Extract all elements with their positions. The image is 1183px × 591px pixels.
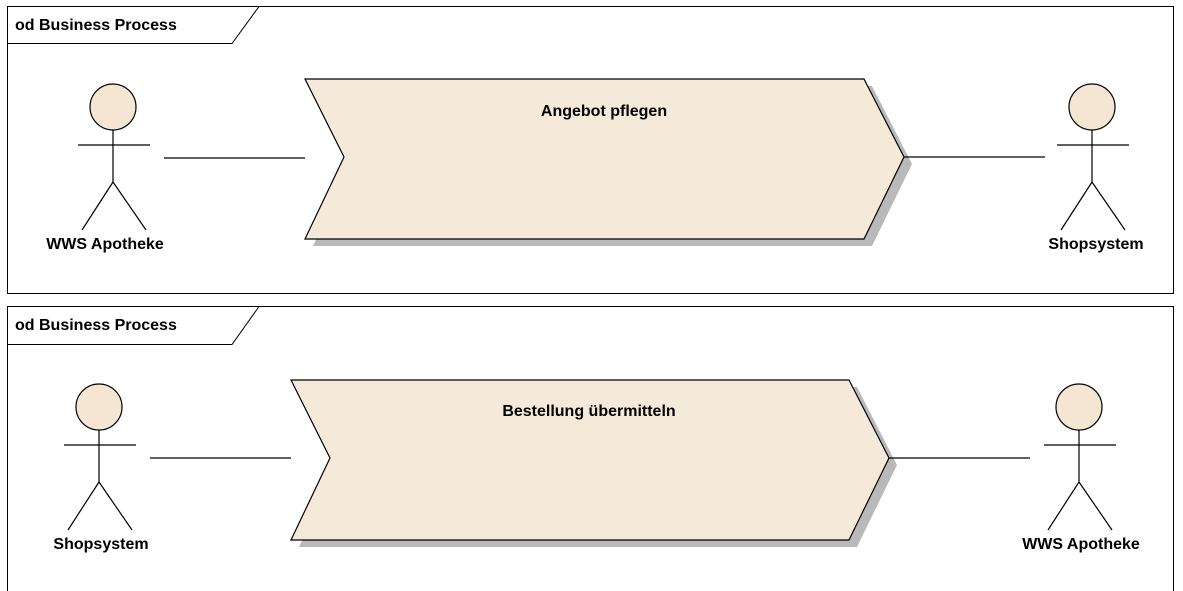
actor-label: WWS Apotheke xyxy=(1022,536,1140,553)
frame-title-tab xyxy=(7,306,260,345)
actor-right[interactable]: Shopsystem xyxy=(1048,83,1144,253)
actor-head xyxy=(1055,383,1103,431)
diagram-frame-2: od Business Process Bestellung übermitte… xyxy=(7,306,1174,591)
diagram-frame-1: od Business Process Angebot pflegen WWS … xyxy=(7,6,1174,294)
actor-left[interactable]: Shopsystem xyxy=(53,383,149,553)
actor-label: Shopsystem xyxy=(53,536,148,553)
actor-right[interactable]: WWS Apotheke xyxy=(1022,383,1140,553)
actor-head xyxy=(75,383,123,431)
actor-label: WWS Apotheke xyxy=(46,236,164,253)
frame-title-tab xyxy=(7,6,260,44)
process-label: Bestellung übermitteln xyxy=(502,403,675,420)
frame-title: od Business Process xyxy=(15,317,177,334)
actor-head xyxy=(1068,83,1116,131)
actor-head xyxy=(89,83,137,131)
process-shape[interactable] xyxy=(290,379,890,541)
process-shape[interactable] xyxy=(304,78,905,240)
frame-title: od Business Process xyxy=(15,17,177,34)
actor-label: Shopsystem xyxy=(1048,236,1143,253)
actor-left[interactable]: WWS Apotheke xyxy=(46,83,164,253)
process-label: Angebot pflegen xyxy=(541,103,667,120)
